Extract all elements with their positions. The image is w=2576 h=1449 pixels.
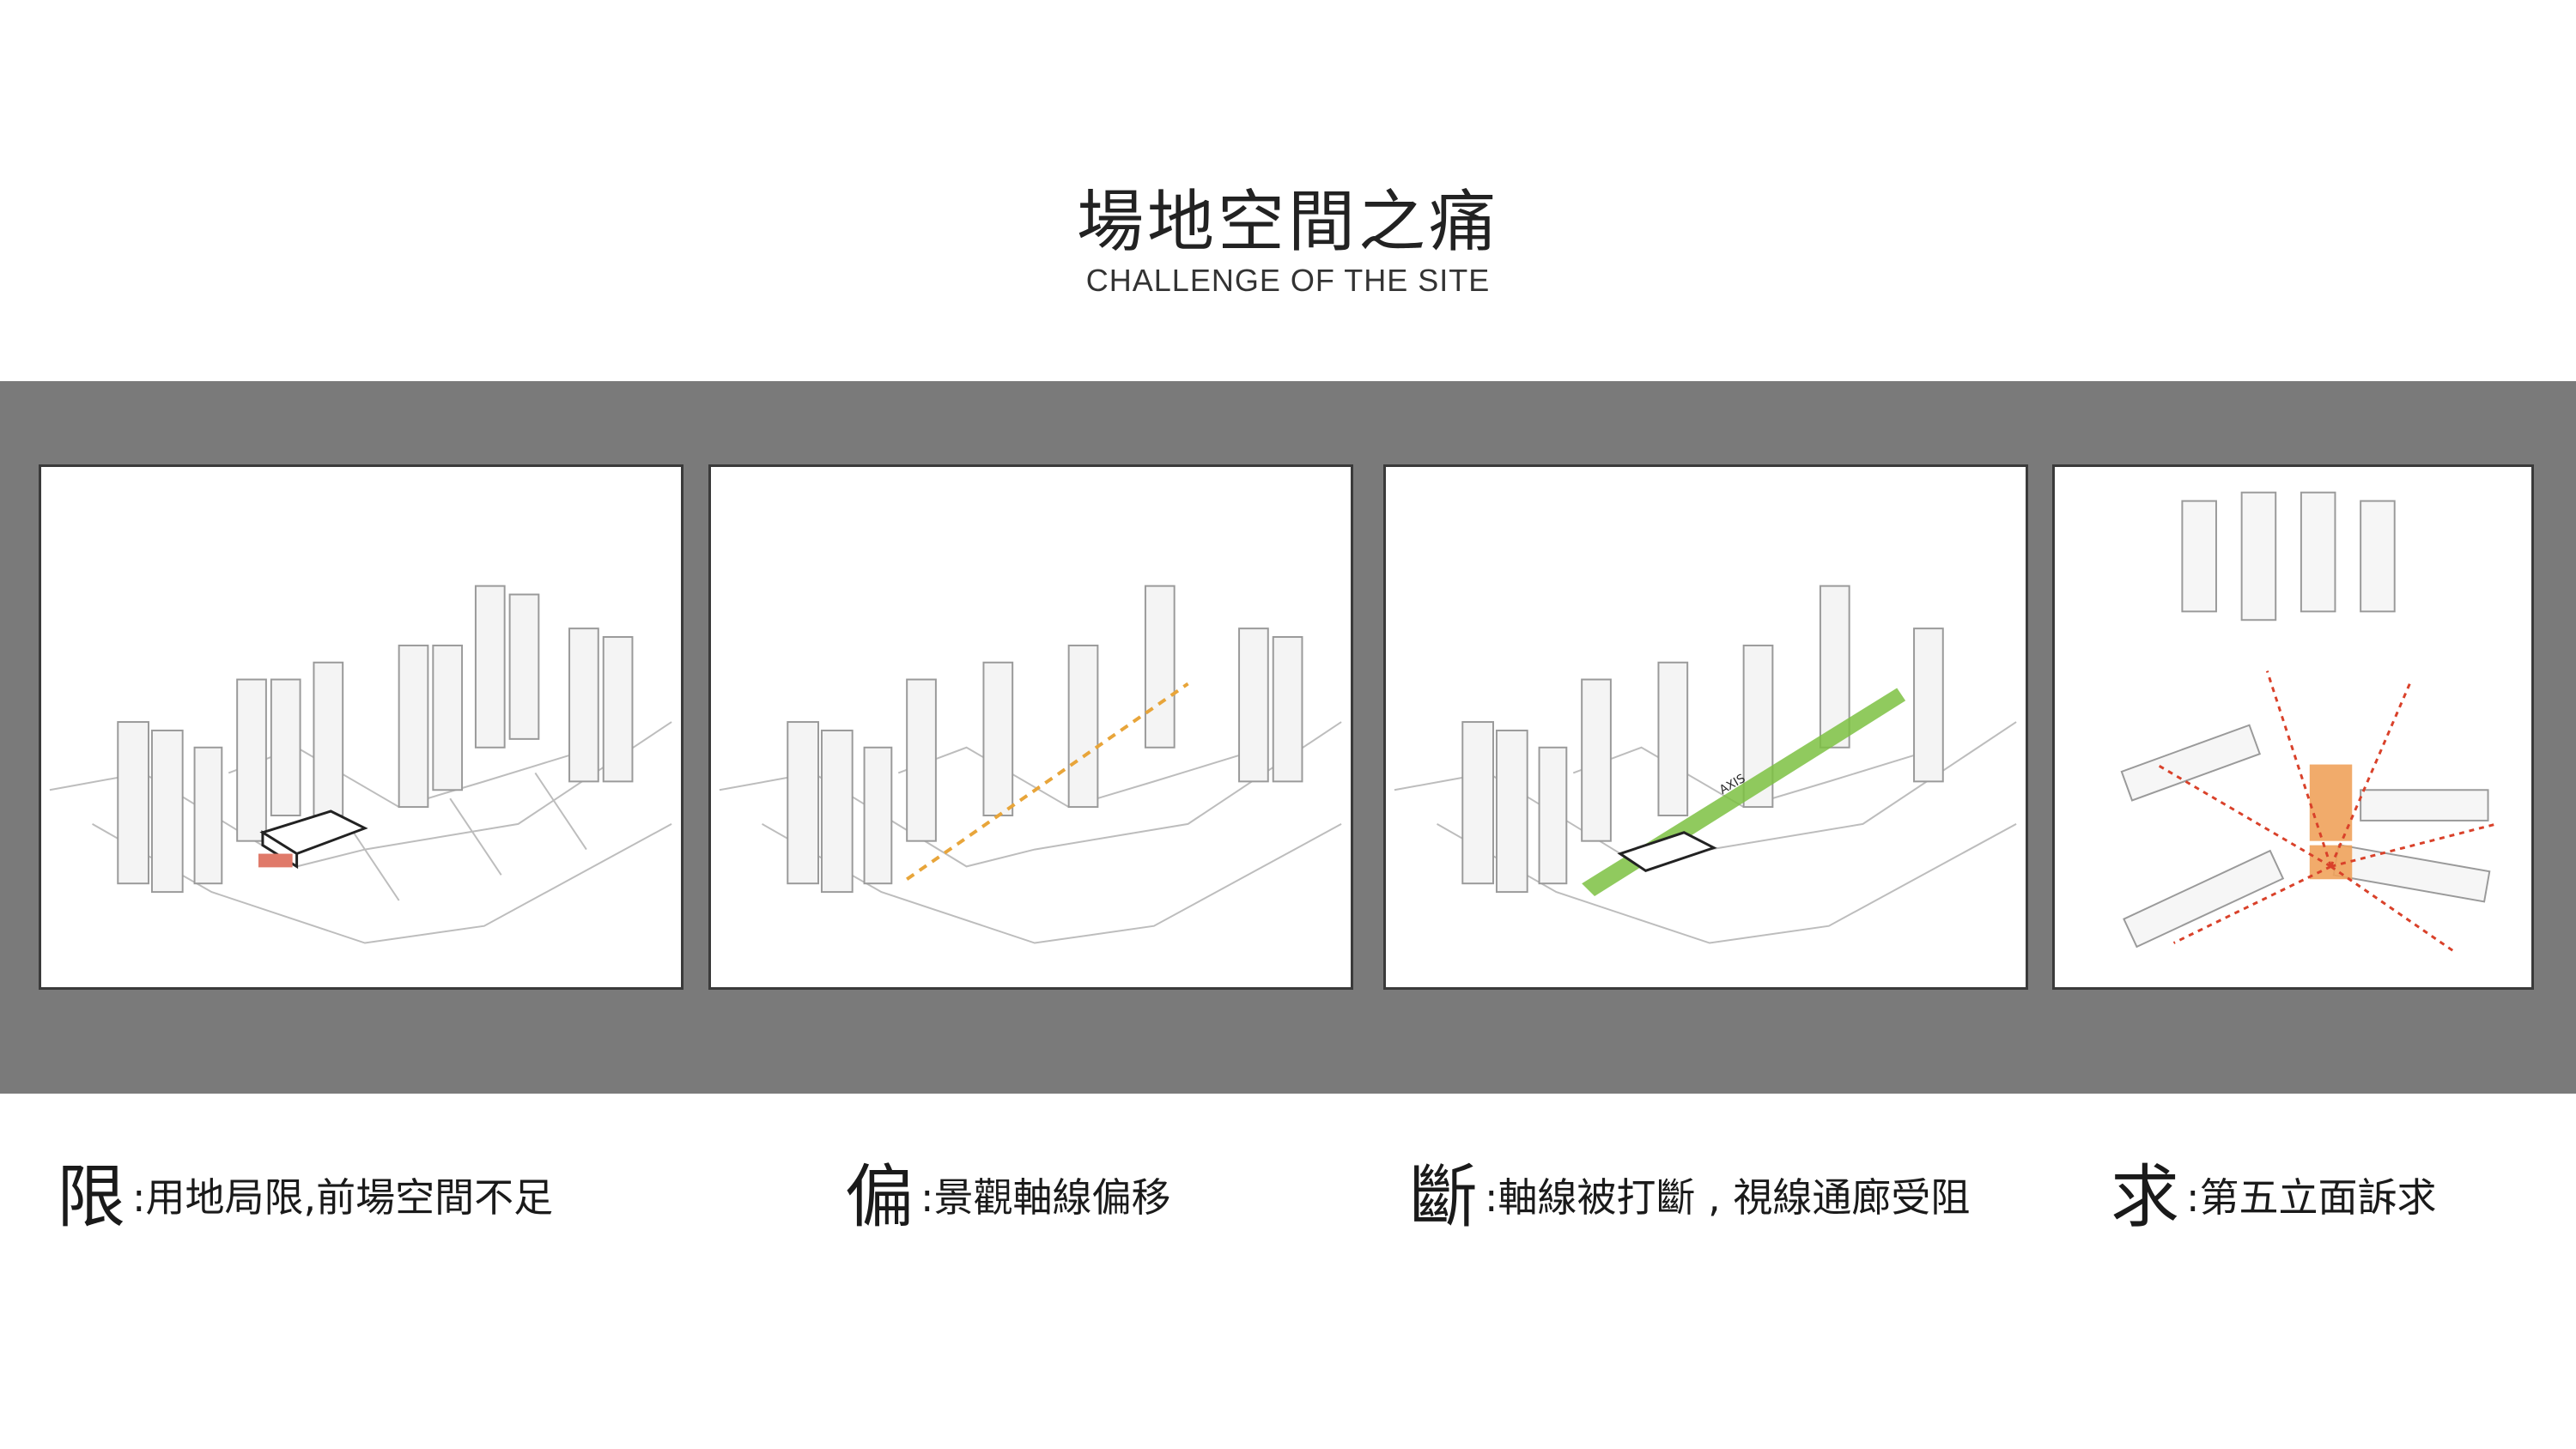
caption-text: :用地局限,前場空間不足	[132, 1174, 554, 1221]
site-axonometric-2	[719, 585, 1342, 944]
caption-char: 求	[2111, 1157, 2179, 1237]
caption-fifth-facade: 求 :第五立面訴求	[2111, 1150, 2437, 1245]
panel-offset-axis	[708, 464, 1353, 990]
site-plan-4	[2120, 491, 2497, 953]
caption-text: :景觀軸線偏移	[920, 1174, 1171, 1221]
caption-char: 偏	[845, 1157, 914, 1237]
caption-char: 斷	[1409, 1157, 1478, 1237]
site-axonometric-1	[49, 585, 672, 944]
caption-broken-axis: 斷 :軸線被打斷 , 視線通廊受阻	[1409, 1150, 1970, 1245]
site-axonometric-3: AXIS	[1394, 585, 2017, 944]
caption-offset-axis: 偏 :景觀軸線偏移	[845, 1150, 1171, 1245]
caption-text: :軸線被打斷 , 視線通廊受阻	[1485, 1174, 1971, 1221]
page-title: 場地空間之痛	[1076, 184, 1499, 261]
panel-broken-axis: AXIS	[1383, 464, 2028, 990]
caption-text: :第五立面訴求	[2186, 1174, 2437, 1221]
page-subtitle: CHALLENGE OF THE SITE	[1085, 263, 1491, 298]
panel-limited-site	[39, 464, 683, 990]
panel-fifth-facade	[2052, 464, 2534, 990]
caption-limited-site: 限 :用地局限,前場空間不足	[57, 1150, 553, 1245]
caption-char: 限	[57, 1157, 125, 1237]
